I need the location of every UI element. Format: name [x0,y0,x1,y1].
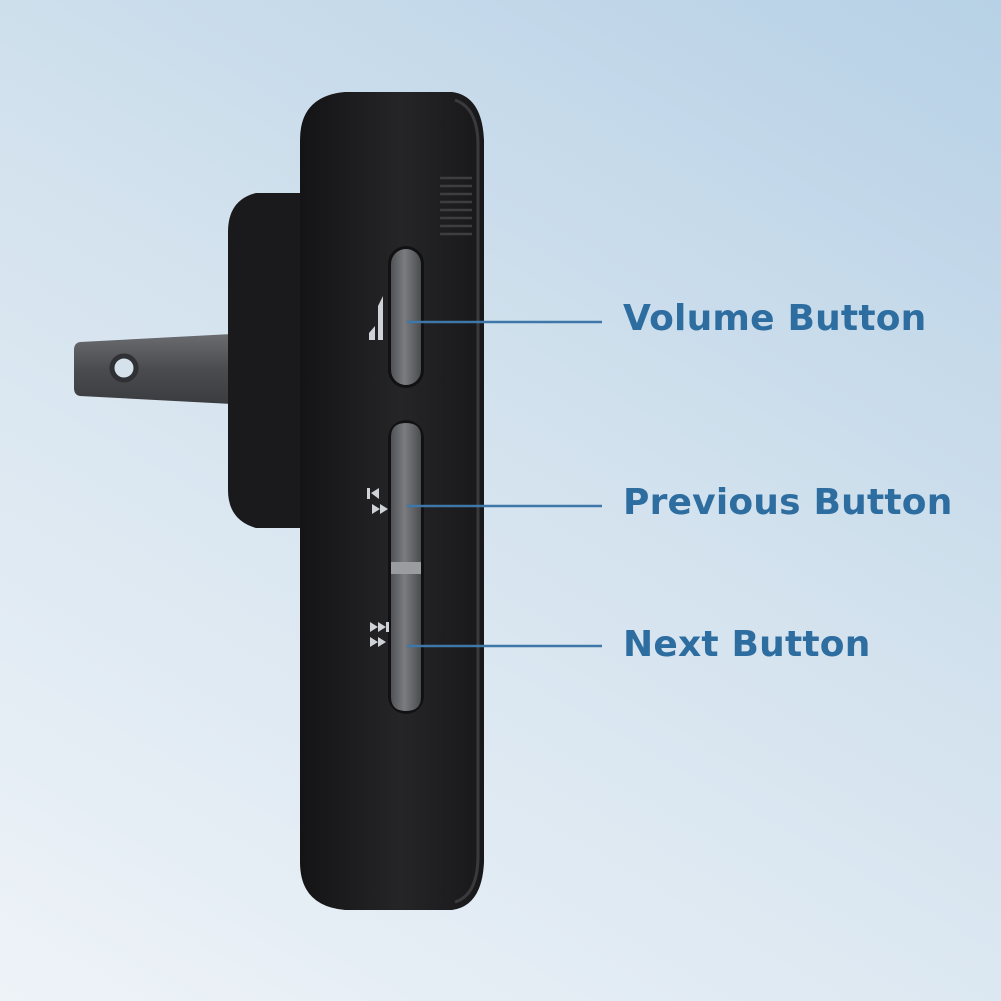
leader-lines [407,320,602,648]
next-button-label: Next Button [623,624,871,665]
volume-button[interactable] [388,246,424,388]
volume-icon [369,296,383,340]
previous-button[interactable] [391,423,421,562]
device-edge-highlight [454,98,480,904]
next-button[interactable] [391,574,421,711]
previous-track-icon [367,488,388,514]
next-track-icon [370,622,389,647]
volume-button-label: Volume Button [623,298,927,339]
plug-prong [74,334,232,404]
previous-button-label: Previous Button [623,482,953,523]
plug-base [228,193,300,528]
prong-hole [109,353,139,383]
speaker-grille [440,176,472,236]
rocker-divider [391,562,421,574]
